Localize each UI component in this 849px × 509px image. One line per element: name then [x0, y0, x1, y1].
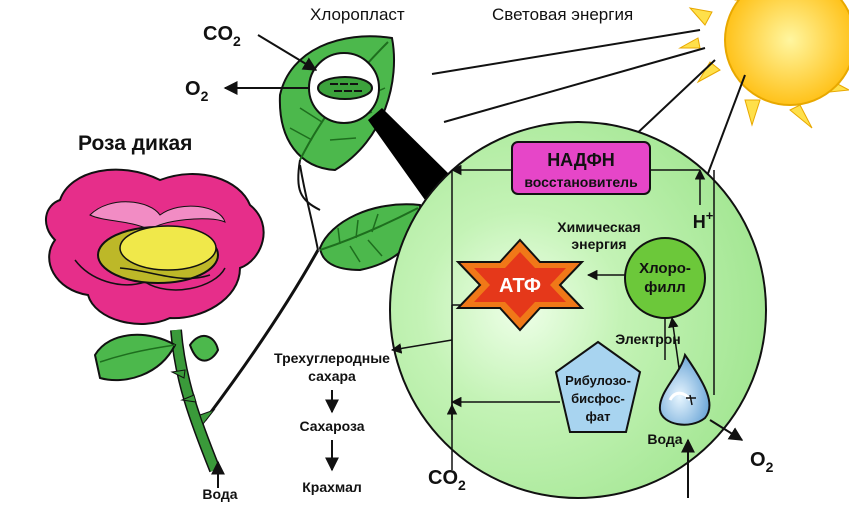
- co2-in-arrow: [257, 34, 318, 71]
- starch-label: Крахмал: [302, 479, 362, 495]
- chloroplast-zoom: [308, 52, 380, 124]
- electron-label: Электрон: [615, 331, 681, 347]
- chemical-energy-label-1: Химическая: [557, 219, 640, 235]
- reducer-label: восстановитель: [524, 174, 638, 190]
- o2-bottom-arrow: [709, 419, 744, 441]
- rose-stem: [170, 164, 320, 473]
- rubp-label-2: бисфос-: [571, 391, 625, 406]
- lower-leaf-left: [93, 333, 177, 382]
- rubp-pentagon: Рибулозо- бисфос- фат: [554, 340, 642, 433]
- chloroplast-label: Хлоропласт: [310, 5, 405, 24]
- rose-flower: [45, 168, 265, 325]
- chlorophyll-label-2: филл: [644, 279, 685, 296]
- cycle-lines: [390, 164, 715, 470]
- rubp-label-1: Рибулозо-: [565, 373, 631, 388]
- stem-water-label: Вода: [202, 486, 237, 502]
- triose-label-1: Трехуглеродные: [274, 350, 390, 366]
- zoom-connector: [368, 108, 450, 200]
- chemical-energy-label-2: энергия: [571, 236, 626, 252]
- sun-icon: [678, 0, 849, 129]
- lower-leaf-right: [188, 335, 220, 362]
- rubp-label-3: фат: [586, 409, 611, 424]
- nadph-label: НАДФН: [547, 150, 615, 170]
- atp-star: АТФ: [455, 238, 585, 332]
- o2-top-label: O2: [185, 78, 209, 104]
- water-drop-icon: [658, 352, 711, 426]
- nadph-box: НАДФН восстановитель: [511, 141, 651, 195]
- water-drop-label: Вода: [647, 431, 682, 447]
- co2-bottom-label: CO2: [428, 467, 466, 493]
- co2-top-label: CO2: [203, 23, 241, 49]
- sucrose-label: Сахароза: [299, 418, 364, 434]
- chlorophyll-label-1: Хлоро-: [639, 260, 691, 277]
- atp-label: АТФ: [499, 275, 541, 297]
- light-energy-label: Световая энергия: [492, 5, 633, 24]
- middle-leaf: [318, 203, 422, 272]
- chlorophyll-circle: Хлоро- филл: [624, 237, 706, 319]
- rose-label: Роза дикая: [78, 132, 192, 155]
- h-plus-label: H+: [693, 208, 714, 232]
- triose-label-2: сахара: [308, 368, 356, 384]
- o2-bottom-label: O2: [750, 449, 774, 475]
